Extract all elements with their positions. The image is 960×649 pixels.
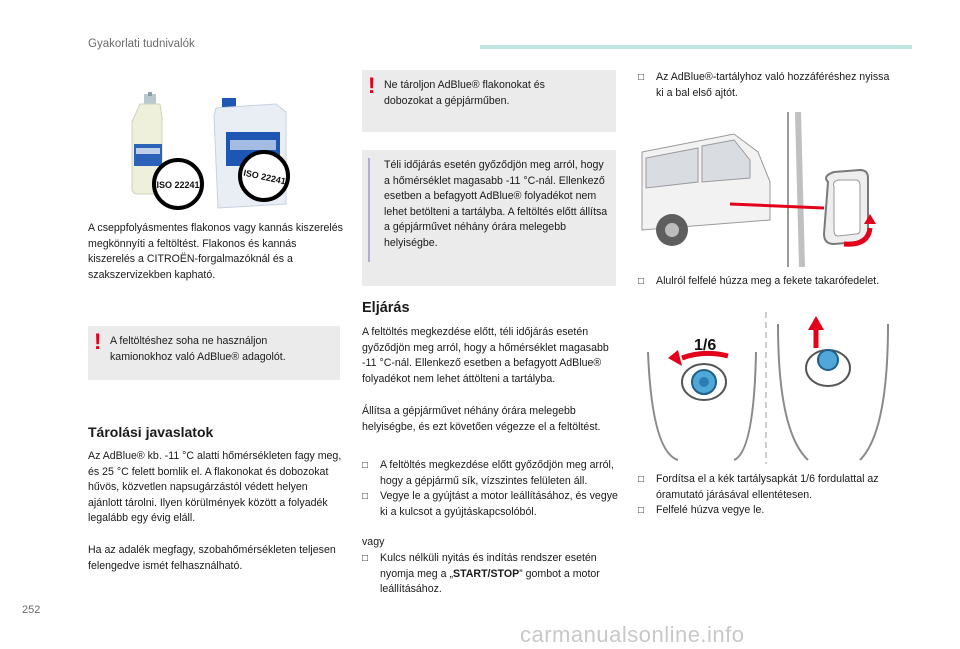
arrow-up-icon xyxy=(864,214,876,224)
access-step-list: □Az AdBlue®-tartályhoz való hozzáféréshe… xyxy=(638,70,898,101)
header-bar xyxy=(480,45,912,49)
storage-text-2: Ha az adalék megfagy, szobahőmérsékleten… xyxy=(88,544,336,572)
procedure-steps-list: □A feltöltés megkezdése előtt győződjön … xyxy=(362,458,620,520)
adblue-bottle-image xyxy=(131,92,163,195)
list-item: □Vegye le a gyújtást a motor leállításáh… xyxy=(362,490,618,518)
info-bar-icon xyxy=(368,158,370,262)
list-item: □A feltöltés megkezdése előtt győződjön … xyxy=(362,459,614,487)
list-item: □Kulcs nélküli nyitás és indítás rendsze… xyxy=(362,552,600,596)
list-item: □Fordítsa el a kék tartálysapkát 1/6 for… xyxy=(638,473,879,501)
info-winter-text: Téli időjárás esetén győződjön meg arról… xyxy=(384,159,608,249)
section-title-procedure: Eljárás xyxy=(362,300,410,316)
warning-box-storage: ! Ne tároljon AdBlue® flakonokat és dobo… xyxy=(362,70,616,132)
procedure-text: A feltöltés megkezdése előtt, téli időjá… xyxy=(362,326,609,385)
arrow-rotate-icon xyxy=(668,350,682,366)
warning-dispenser-line2: kamionokhoz való AdBlue® adagolót. xyxy=(110,351,286,363)
storage-text: Az AdBlue® kb. -11 °C alatti hőmérséklet… xyxy=(88,450,342,525)
keyless-step-list: □Kulcs nélküli nyitás és indítás rendsze… xyxy=(362,551,620,598)
list-item: □Az AdBlue®-tartályhoz való hozzáféréshe… xyxy=(638,71,890,99)
warning-box-dispenser: ! A feltöltéshez soha ne használjon kami… xyxy=(88,326,340,380)
checkbox-icon: □ xyxy=(638,276,645,287)
cap-steps-list: □Fordítsa el a kék tartálysapkát 1/6 for… xyxy=(638,472,898,519)
warning-dispenser-line1: A feltöltéshez soha ne használjon xyxy=(110,335,268,347)
list-item: □Felfelé húzva vegye le. xyxy=(638,503,898,519)
page-header-title: Gyakorlati tudnivalók xyxy=(88,38,195,50)
watermark: carmanualsonline.info xyxy=(520,622,745,647)
checkbox-icon: □ xyxy=(638,505,645,517)
iso-seal-bottle-icon: ISO 22241 xyxy=(152,158,204,210)
arrow-up-icon xyxy=(808,316,824,330)
info-box-winter: Téli időjárás esetén győződjön meg arról… xyxy=(362,150,616,286)
checkbox-icon: □ xyxy=(638,72,645,83)
procedure-text-2: Állítsa a gépjárművet néhány órára meleg… xyxy=(362,405,601,433)
warning-storage-line2: dobozokat a gépjárműben. xyxy=(384,95,510,107)
adblue-containers-illustration: ISO 22241 ISO 22241 xyxy=(131,92,290,210)
or-label: vagy xyxy=(362,536,385,548)
warning-exclamation-icon: ! xyxy=(368,73,376,98)
cap-remove-image xyxy=(777,316,889,461)
intro-text: A cseppfolyásmentes flakonos vagy kannás… xyxy=(88,222,343,281)
iso-seal-canister-icon: ISO 22241 xyxy=(238,150,290,202)
cover-step-list: □Alulról felfelé húzza meg a fekete taka… xyxy=(638,274,898,290)
warning-storage-line1: Ne tároljon AdBlue® flakonokat és xyxy=(384,79,545,91)
tank-cap-illustration: 1/6 xyxy=(647,312,889,464)
section-title-storage: Tárolási javaslatok xyxy=(88,424,214,440)
page-number: 252 xyxy=(22,604,41,616)
checkbox-icon: □ xyxy=(362,553,369,564)
iso-label-bottle: ISO 22241 xyxy=(156,180,199,190)
start-stop-label: START/STOP xyxy=(453,567,520,580)
checkbox-icon: □ xyxy=(638,474,645,485)
checkbox-icon: □ xyxy=(362,491,369,503)
warning-exclamation-icon: ! xyxy=(94,329,102,354)
van-door-illustration xyxy=(638,112,896,267)
checkbox-icon: □ xyxy=(362,460,369,471)
list-item: □Alulról felfelé húzza meg a fekete taka… xyxy=(638,274,898,290)
rotation-label: 1/6 xyxy=(694,337,716,354)
cap-rotate-image: 1/6 xyxy=(647,337,757,461)
